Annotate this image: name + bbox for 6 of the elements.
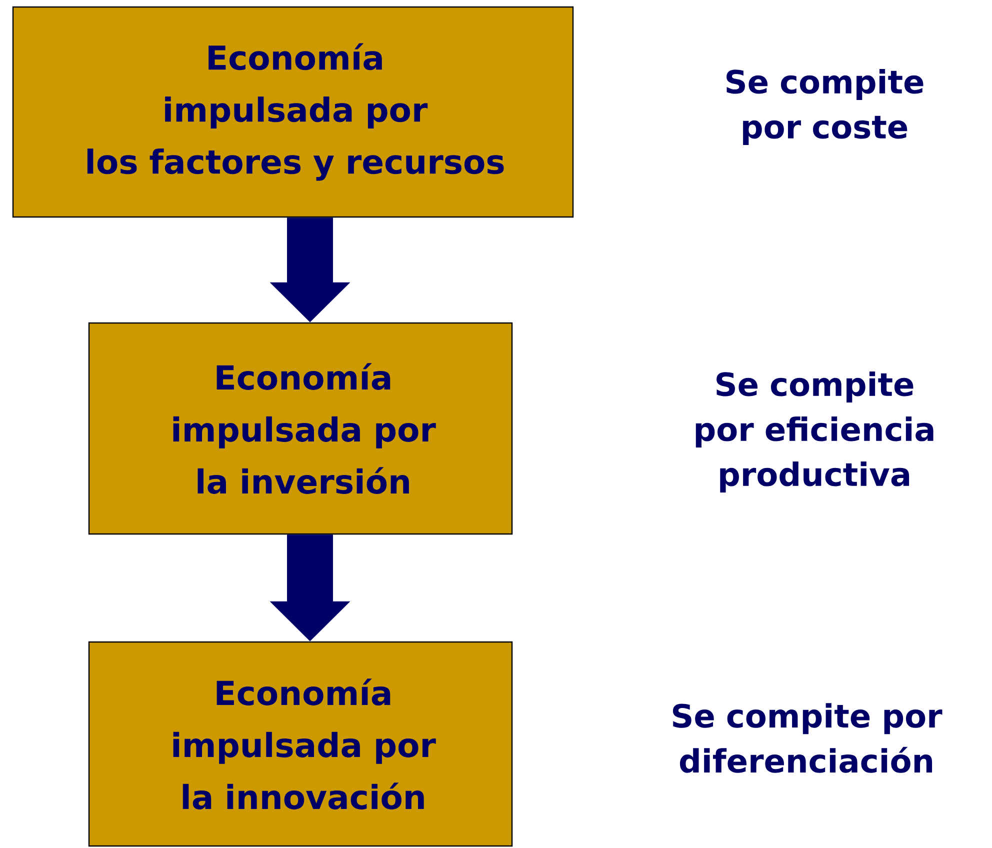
side-note: Se compite por coste xyxy=(726,69,924,145)
side-note: Se compite por eficiencia productiva xyxy=(696,372,934,492)
process-box: Economía impulsada por la inversión xyxy=(88,322,513,535)
process-box: Economía impulsada por la innovación xyxy=(88,641,513,847)
side-note: Se compite por diferenciación xyxy=(672,703,942,773)
process-box: Economía impulsada por los factores y recursos xyxy=(12,6,574,218)
